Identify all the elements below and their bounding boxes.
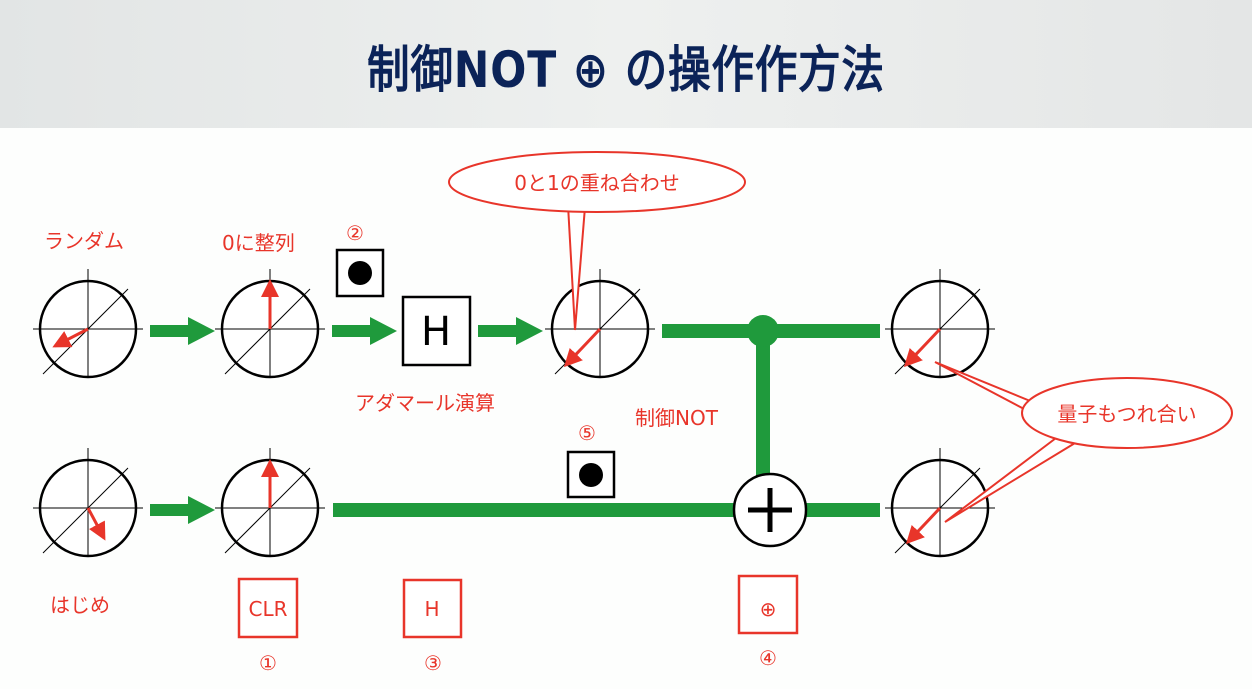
svg-text:H: H (421, 309, 451, 355)
step4-number: ④ (759, 646, 777, 670)
green-arrow (478, 317, 543, 345)
step1-number: ① (259, 651, 277, 675)
svg-text:CLR: CLR (248, 597, 287, 621)
green-arrow (150, 317, 215, 345)
svg-text:0と1の重ね合わせ: 0と1の重ね合わせ (514, 171, 679, 195)
label-random: ランダム (44, 229, 124, 253)
cnot-button[interactable]: ⊕ (737, 574, 799, 635)
callout-superposition: 0と1の重ね合わせ (448, 151, 746, 331)
dot-box-step2 (335, 248, 385, 298)
dot-box-step5 (566, 450, 616, 499)
label-start: はじめ (50, 593, 110, 617)
label-hadamard: アダマール演算 (355, 391, 495, 415)
control-dot (747, 315, 779, 347)
qubit-top-2 (213, 267, 327, 379)
step3-number: ③ (424, 651, 442, 675)
qubit-top-3 (543, 267, 657, 379)
svg-text:H: H (424, 597, 439, 621)
title-bar: 制御NOT ⊕ の操作作方法 (0, 0, 1252, 128)
svg-text:量子もつれ合い: 量子もつれ合い (1057, 402, 1196, 426)
green-arrow (150, 496, 215, 524)
qubit-top-1 (31, 267, 145, 379)
callout-entanglement: 量子もつれ合い (934, 361, 1233, 523)
qubit-bottom-1 (31, 446, 145, 558)
hadamard-gate: H (401, 295, 472, 367)
qubit-bottom-3 (883, 446, 997, 558)
label-step2: ② (346, 221, 364, 245)
label-align0: 0に整列 (222, 231, 295, 255)
target-gate (732, 472, 808, 548)
qubit-bottom-2 (213, 446, 327, 558)
label-cnot: 制御NOT (635, 406, 719, 430)
cnot-wires (333, 315, 880, 517)
green-arrow (332, 317, 397, 345)
page-title: 制御NOT ⊕ の操作作方法 (367, 41, 885, 99)
h-button[interactable]: H (402, 578, 463, 639)
svg-text:⊕: ⊕ (760, 597, 777, 621)
qubit-top-4 (883, 267, 997, 379)
label-step5: ⑤ (578, 421, 596, 445)
clr-button[interactable]: CLR (237, 577, 299, 639)
